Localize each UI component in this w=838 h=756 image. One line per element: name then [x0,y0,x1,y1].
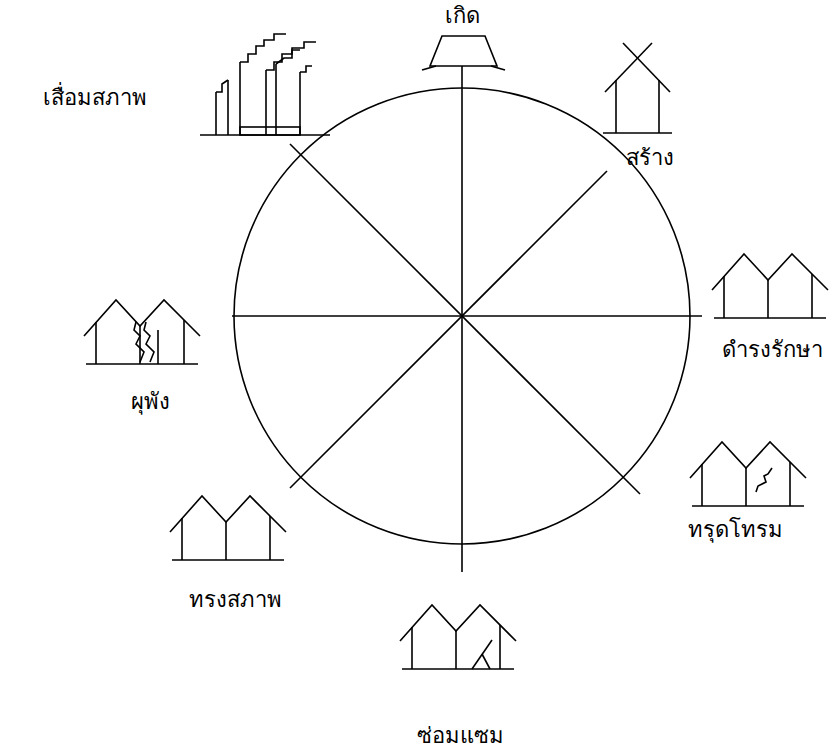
foundation-icon [422,36,505,70]
house-icon [712,254,828,318]
house-cracked-icon [690,442,806,506]
spoke [232,315,702,317]
stage-label: เกิด [445,2,480,31]
stage-label: ซ่อมแซม [417,722,504,751]
spoke [290,144,640,494]
house-construction-icon [603,43,672,133]
stage-label: สร้าง [626,144,674,173]
stage-label: ทรงสภาพ [189,586,282,615]
house-decayed-icon [84,300,200,364]
house-repair-icon [400,605,516,669]
stage-label: ผุพัง [131,388,170,417]
stage-label: เสื่อมสภาพ [43,84,147,113]
stage-label: ทรุดโทรม [688,516,783,545]
spoke [461,66,463,572]
house-icon [170,496,286,560]
ruined-factory-icon [200,34,330,135]
stage-label: ดำรงรักษา [722,336,823,365]
spoke [290,171,607,488]
